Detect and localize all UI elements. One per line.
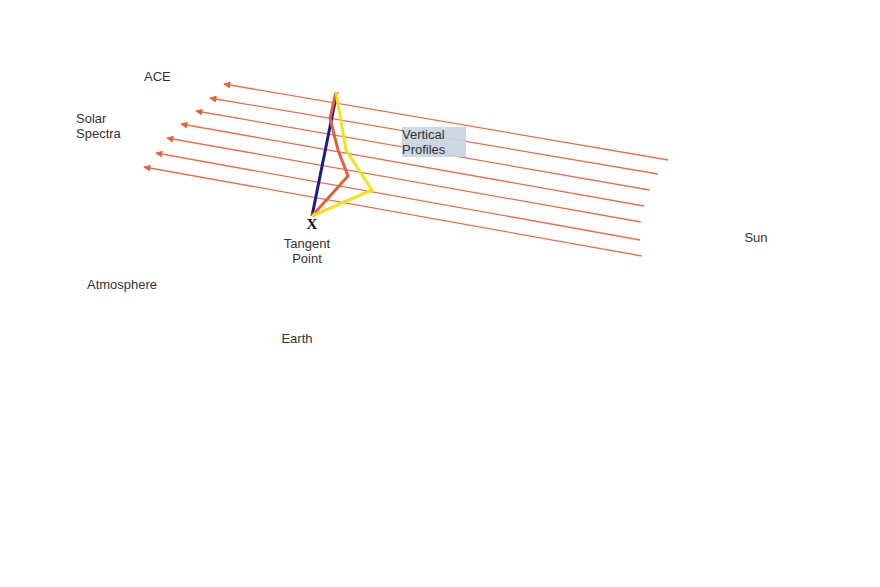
vertical-profiles-label: Vertical Profiles [402, 127, 466, 157]
node-label: Atmosphere [87, 277, 177, 292]
sun-ray [210, 98, 658, 174]
sun-circle: Sun [640, 120, 872, 352]
sun-rays [144, 84, 668, 256]
node-label: ACE [144, 69, 178, 84]
sun-ray [224, 84, 668, 160]
profile-line [312, 92, 337, 216]
sun-ray [196, 111, 650, 190]
sun-ray [144, 167, 642, 256]
node-label: Earth [212, 331, 382, 346]
node-label: Sun [640, 230, 872, 245]
tangent-point-label: Tangent Point [268, 236, 346, 266]
tangent-marker: X [304, 217, 320, 232]
sun-ray [156, 153, 640, 240]
ace-satellite: ACE [118, 66, 178, 88]
sun-ray [181, 124, 644, 206]
atmosphere-circle-outline [9, 9, 586, 586]
profile-line [312, 92, 348, 216]
atmosphere-circle: Atmosphere ACE Earth [9, 9, 586, 586]
solar-spectra-label: Solar Spectra [76, 111, 130, 141]
vertical-profiles [312, 92, 372, 216]
profile-line [312, 92, 372, 216]
